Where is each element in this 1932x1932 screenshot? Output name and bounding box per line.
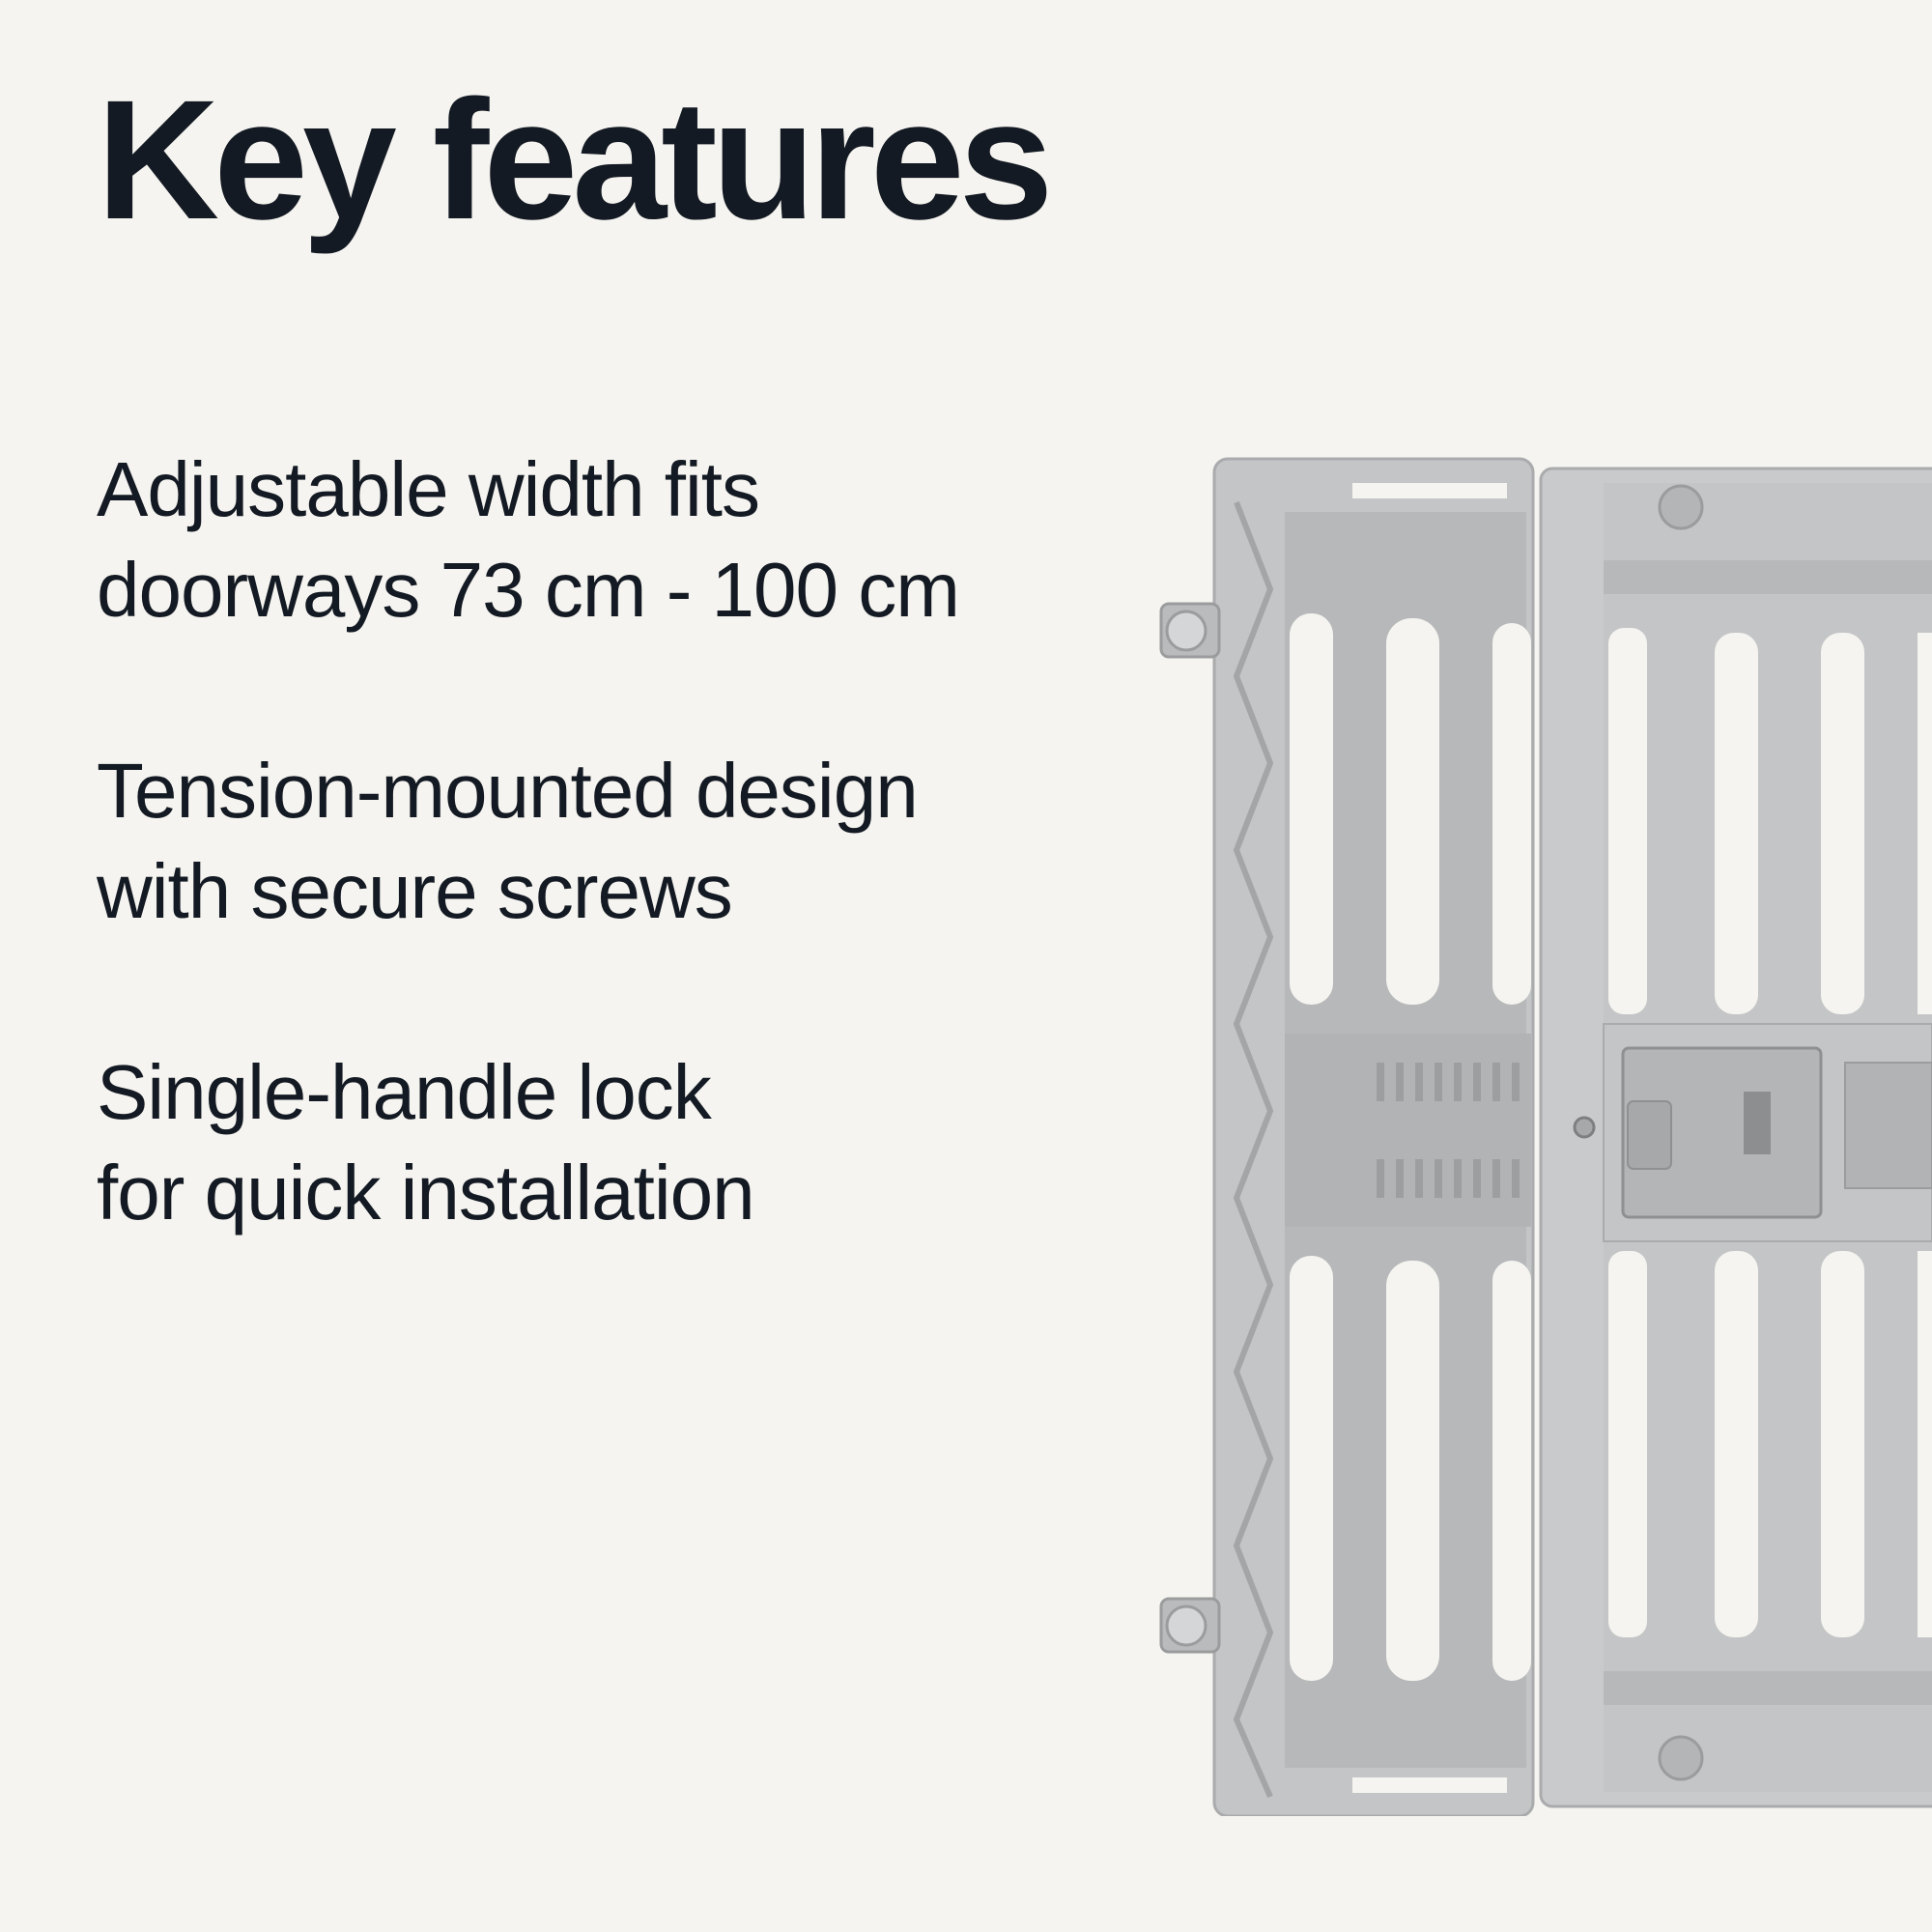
gate-left-panel (1159, 457, 1535, 1816)
feature-line: doorways 73 cm - 100 cm (97, 547, 960, 633)
feature-line: Tension-mounted design (97, 748, 919, 834)
feature-line: Single-handle lock (97, 1049, 712, 1135)
feature-tension-mounted: Tension-mounted design with secure screw… (97, 741, 1063, 942)
tension-knob-top (1159, 602, 1221, 659)
gate-right-panel (1539, 467, 1932, 1808)
lock-handle (1573, 1023, 1932, 1242)
feature-adjustable-width: Adjustable width fits doorways 73 cm - 1… (97, 440, 1063, 640)
page-title: Key features (97, 66, 1054, 255)
feature-single-handle-lock: Single-handle lock for quick installatio… (97, 1042, 1063, 1243)
feature-line: with secure screws (97, 848, 733, 934)
pet-gate-photo (1159, 457, 1932, 1816)
tension-knob-bottom (1159, 1597, 1221, 1654)
pet-gate-image (1150, 444, 1932, 1816)
feature-list: Adjustable width fits doorways 73 cm - 1… (97, 440, 1063, 1344)
feature-line: for quick installation (97, 1150, 755, 1236)
feature-line: Adjustable width fits (97, 446, 760, 532)
